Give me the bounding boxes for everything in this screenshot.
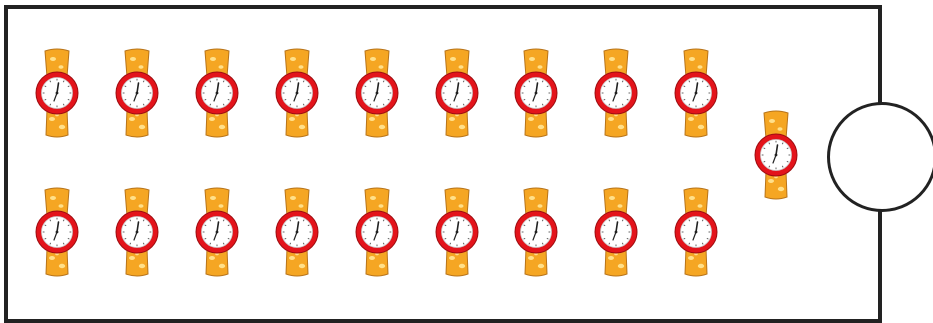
watch-icon xyxy=(273,47,321,139)
watch-icon xyxy=(33,186,81,278)
tray-right-edge-bottom xyxy=(878,211,882,319)
watch-icon xyxy=(113,47,161,139)
watch-icon xyxy=(752,109,800,201)
watch-icon xyxy=(193,47,241,139)
watch-icon xyxy=(33,47,81,139)
tray-right-edge-top xyxy=(878,5,882,103)
watch-icon xyxy=(672,47,720,139)
watch-icon xyxy=(592,47,640,139)
watch-icon xyxy=(512,47,560,139)
watch-icon xyxy=(433,47,481,139)
watch-icon xyxy=(193,186,241,278)
watch-icon xyxy=(512,186,560,278)
watch-icon xyxy=(113,186,161,278)
watch-icon xyxy=(353,47,401,139)
watch-icon xyxy=(672,186,720,278)
watch-icon xyxy=(592,186,640,278)
tray-knob-circle xyxy=(827,102,933,212)
watch-icon xyxy=(353,186,401,278)
watch-icon xyxy=(273,186,321,278)
watch-icon xyxy=(433,186,481,278)
